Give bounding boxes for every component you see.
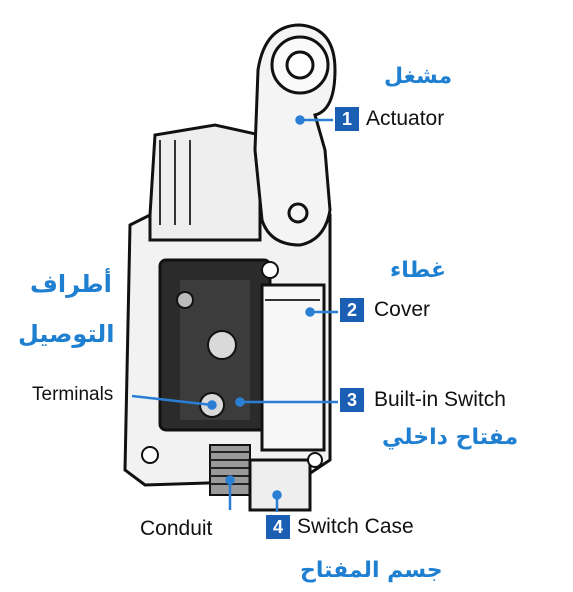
- arabic-cover: غطاء: [390, 258, 446, 283]
- roller-hub: [285, 50, 315, 80]
- label-terminals: Terminals: [32, 384, 114, 405]
- terminal-screw-small: [176, 291, 194, 309]
- arabic-actuator: مشغل: [384, 64, 453, 89]
- top-block: [148, 123, 262, 242]
- badge-2: 2: [340, 298, 364, 322]
- cover-panel: [260, 283, 326, 452]
- arabic-terminals-line2: التوصيل: [18, 320, 115, 348]
- label-built-in-switch: Built-in Switch: [374, 388, 506, 411]
- badge-3: 3: [340, 388, 364, 412]
- badge-4: 4: [266, 515, 290, 539]
- label-switch-case: Switch Case: [297, 515, 414, 538]
- leader-terminals: [131, 394, 213, 407]
- label-cover: Cover: [374, 298, 431, 321]
- switch-case-base: [248, 458, 312, 512]
- label-actuator: Actuator: [366, 107, 445, 130]
- arabic-switch-case: جسم المفتاح: [300, 558, 443, 583]
- terminal-screw-top: [207, 330, 237, 360]
- arabic-terminals-line1: أطراف: [30, 270, 112, 298]
- badge-1: 1: [335, 107, 359, 131]
- label-conduit: Conduit: [140, 517, 213, 540]
- arabic-built-in-switch: مفتاح داخلي: [382, 425, 519, 450]
